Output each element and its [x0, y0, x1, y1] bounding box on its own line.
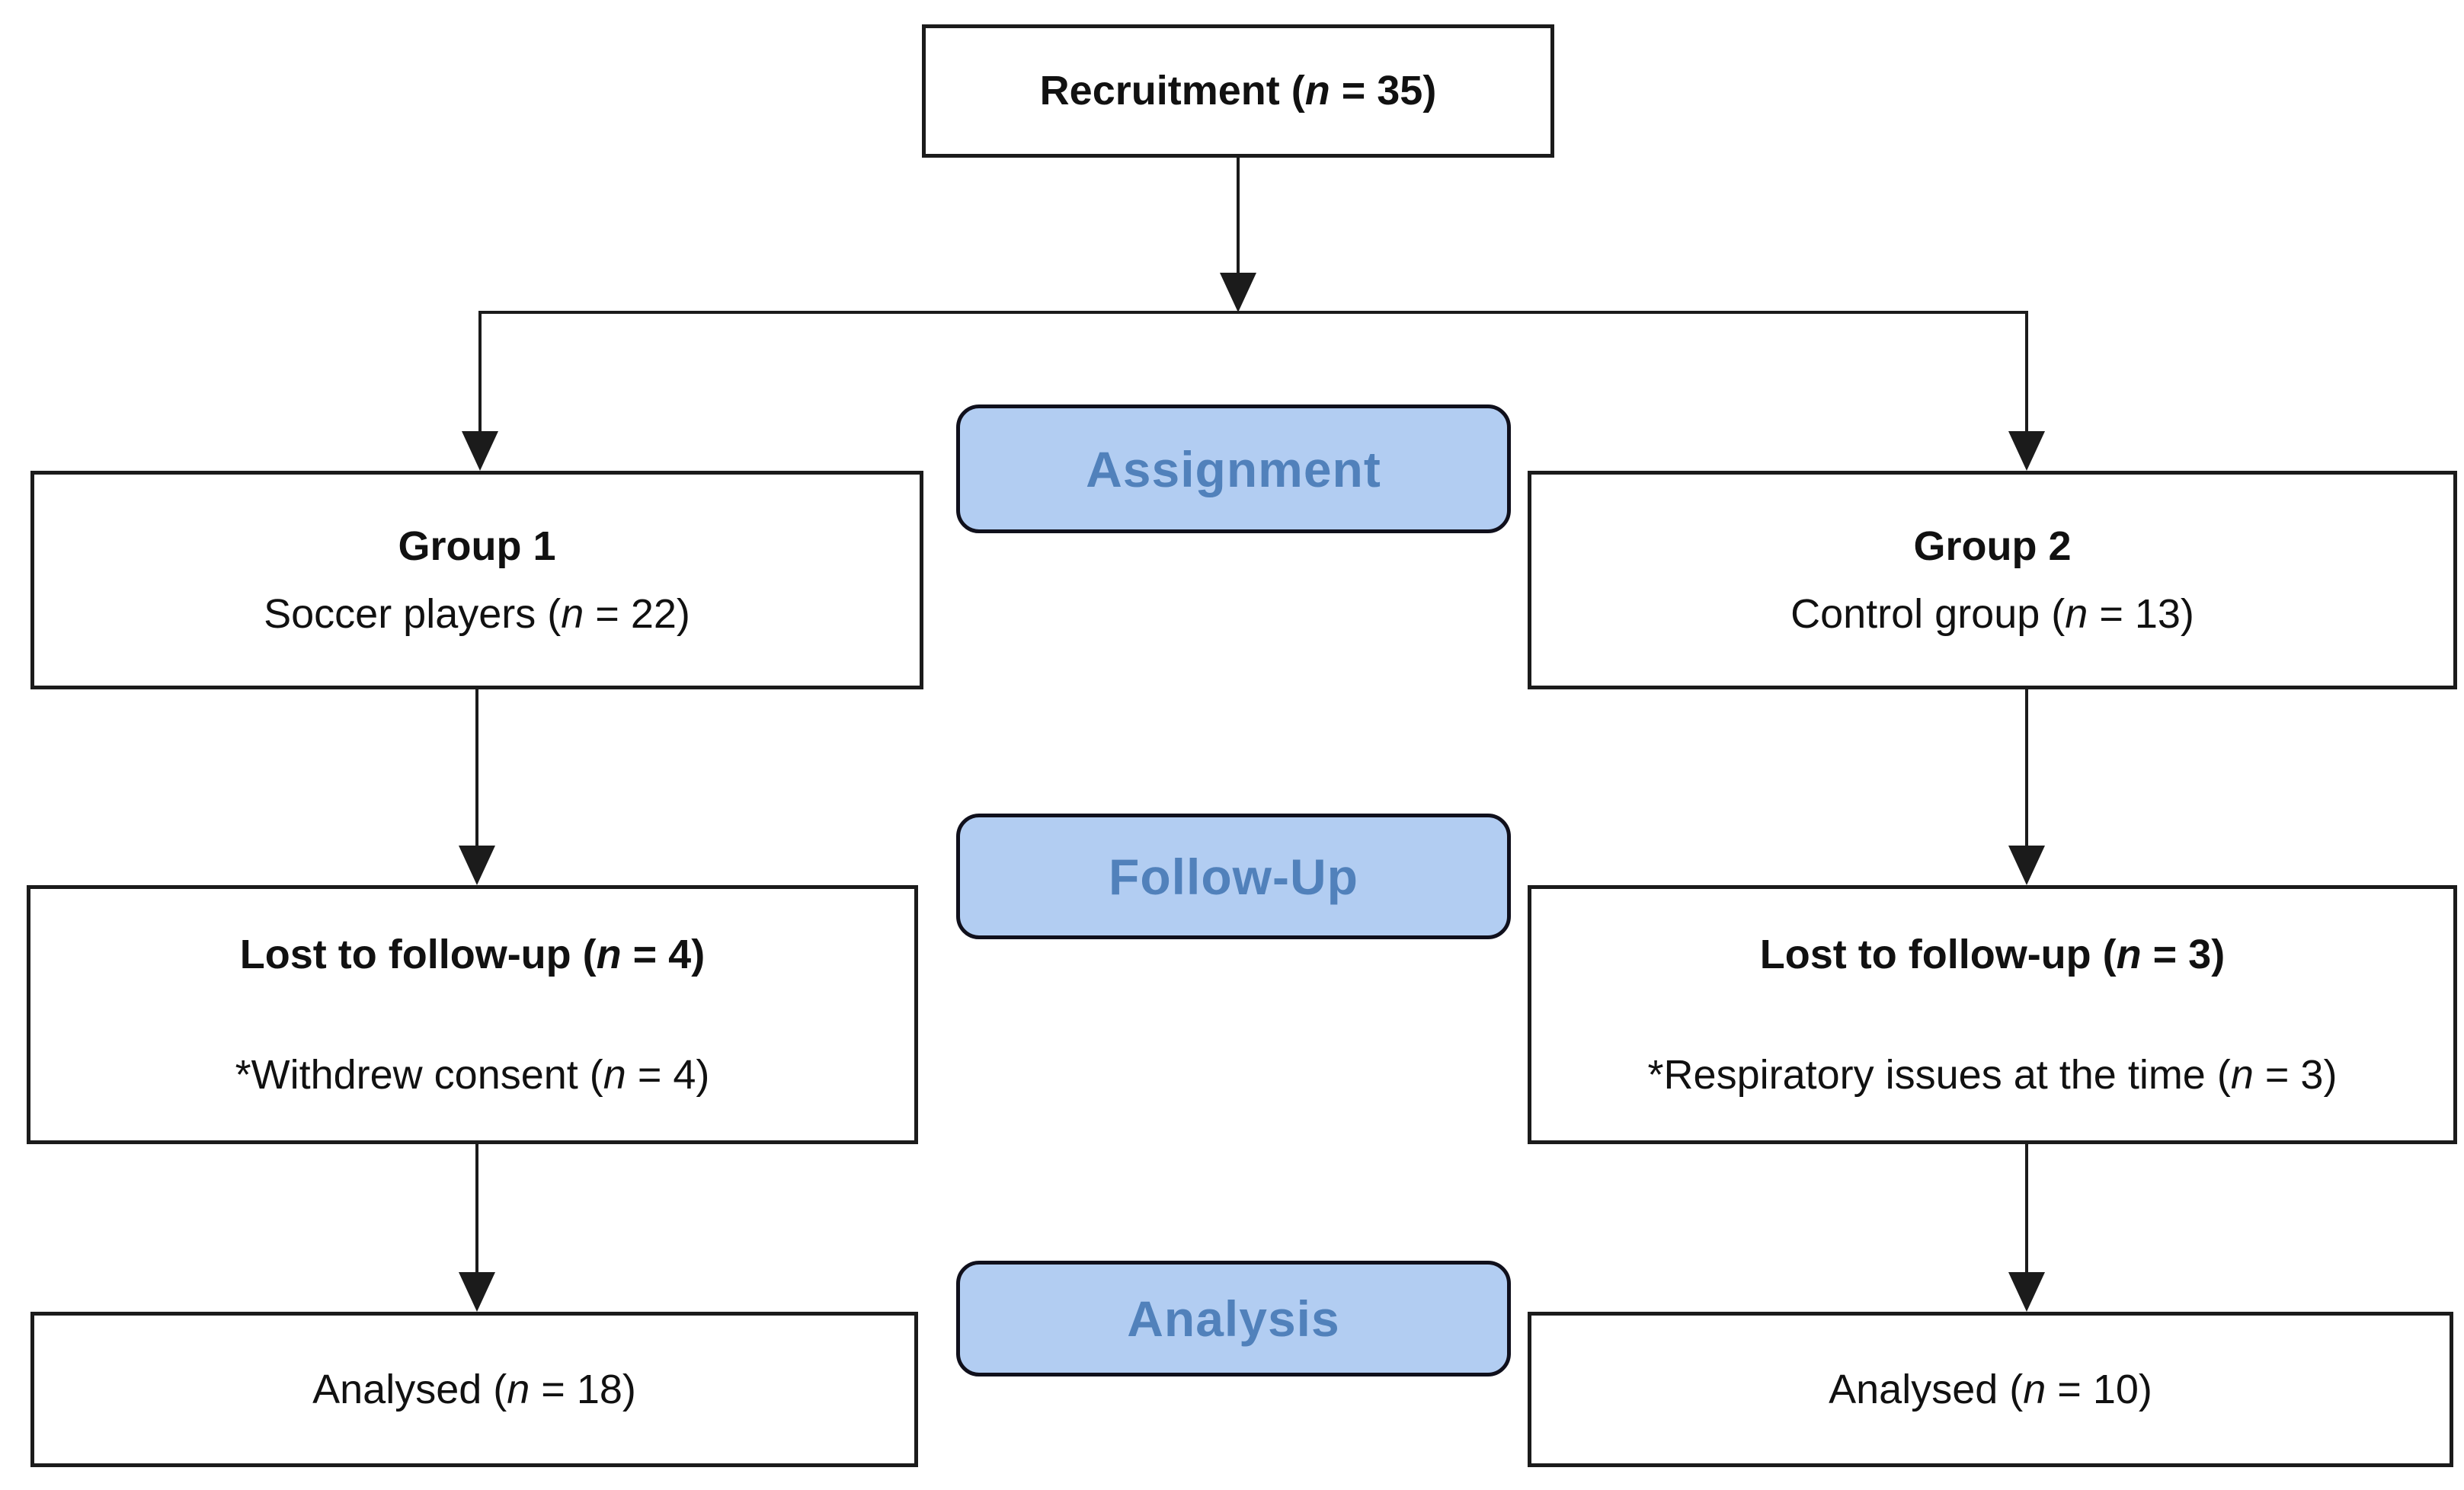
- connector-lost1-to-analysed1-line: [475, 1144, 478, 1272]
- n-symbol: n: [2116, 931, 2142, 977]
- connector-recruitment-line: [1237, 158, 1240, 273]
- lost2-title: Lost to follow-up (n = 3): [1760, 931, 2225, 978]
- connector-group1-to-lost1-arrowhead: [459, 846, 495, 885]
- connector-group2-to-lost2-arrowhead: [2008, 846, 2045, 885]
- group2-box: Group 2 Control group (n = 13): [1528, 471, 2457, 689]
- text-segment: = 4): [621, 931, 706, 977]
- stage-pill-analysis: Analysis: [956, 1261, 1511, 1376]
- text-segment: = 22): [584, 590, 690, 637]
- text-segment: = 35): [1330, 68, 1437, 114]
- text-segment: Recruitment (: [1039, 68, 1305, 114]
- connector-branch-to-group2-arrowhead: [2008, 431, 2045, 471]
- text-segment: Control group (: [1790, 590, 2066, 637]
- text-segment: = 3): [2253, 1052, 2338, 1098]
- n-symbol: n: [507, 1366, 530, 1412]
- connector-branch-to-group1-arrowhead: [462, 431, 498, 471]
- stage-label-followup: Follow-Up: [1109, 848, 1358, 905]
- text-segment: Analysed (: [1829, 1366, 2024, 1412]
- analysed1-box: Analysed (n = 18): [30, 1312, 918, 1467]
- n-symbol: n: [2065, 590, 2088, 637]
- stage-label-analysis: Analysis: [1127, 1290, 1340, 1347]
- n-symbol: n: [2230, 1052, 2254, 1098]
- connector-branch-to-group1-line: [478, 311, 482, 431]
- connector-group2-to-lost2-line: [2025, 689, 2028, 847]
- group1-box: Group 1 Soccer players (n = 22): [30, 471, 923, 689]
- connector-lost1-to-analysed1-arrowhead: [459, 1272, 495, 1312]
- lost1-title: Lost to follow-up (n = 4): [240, 931, 705, 978]
- lost2-box: Lost to follow-up (n = 3) *Respiratory i…: [1528, 885, 2457, 1144]
- n-symbol: n: [561, 590, 584, 637]
- text-segment: Lost to follow-up (: [1759, 931, 2117, 977]
- recruitment-box: Recruitment (n = 35): [922, 24, 1554, 158]
- n-symbol: n: [596, 931, 622, 977]
- recruitment-label: Recruitment (n = 35): [1040, 67, 1437, 114]
- group1-title: Group 1: [398, 523, 556, 570]
- connector-lost2-to-analysed2-arrowhead: [2008, 1272, 2045, 1312]
- lost2-detail: *Respiratory issues at the time (n = 3): [1648, 1051, 2338, 1098]
- analysed2-box: Analysed (n = 10): [1528, 1312, 2453, 1467]
- n-symbol: n: [1304, 68, 1330, 114]
- group2-title: Group 2: [1913, 523, 2072, 570]
- stage-pill-assignment: Assignment: [956, 404, 1511, 533]
- analysed1-label: Analysed (n = 18): [312, 1366, 636, 1413]
- text-segment: = 4): [626, 1052, 710, 1098]
- text-segment: = 10): [2046, 1366, 2152, 1412]
- connector-branch-to-group2-line: [2025, 311, 2028, 431]
- analysed2-label: Analysed (n = 10): [1829, 1366, 2152, 1413]
- branch-horizontal-line: [478, 311, 2027, 314]
- text-segment: Lost to follow-up (: [239, 931, 597, 977]
- text-segment: = 3): [2141, 931, 2226, 977]
- text-segment: = 13): [2088, 590, 2194, 637]
- lost1-detail: *Withdrew consent (n = 4): [235, 1051, 710, 1098]
- text-segment: *Respiratory issues at the time (: [1647, 1052, 2231, 1098]
- text-segment: Analysed (: [312, 1366, 507, 1412]
- text-segment: = 18): [530, 1366, 636, 1412]
- connector-recruitment-arrowhead: [1220, 273, 1256, 312]
- connector-lost2-to-analysed2-line: [2025, 1144, 2028, 1272]
- stage-pill-followup: Follow-Up: [956, 814, 1511, 939]
- text-segment: *Withdrew consent (: [235, 1052, 603, 1098]
- group1-detail: Soccer players (n = 22): [264, 590, 690, 638]
- stage-label-assignment: Assignment: [1086, 440, 1381, 497]
- n-symbol: n: [603, 1052, 626, 1098]
- text-segment: Soccer players (: [264, 590, 562, 637]
- connector-group1-to-lost1-line: [475, 689, 478, 847]
- group2-detail: Control group (n = 13): [1790, 590, 2194, 638]
- n-symbol: n: [2023, 1366, 2046, 1412]
- lost1-box: Lost to follow-up (n = 4) *Withdrew cons…: [27, 885, 918, 1144]
